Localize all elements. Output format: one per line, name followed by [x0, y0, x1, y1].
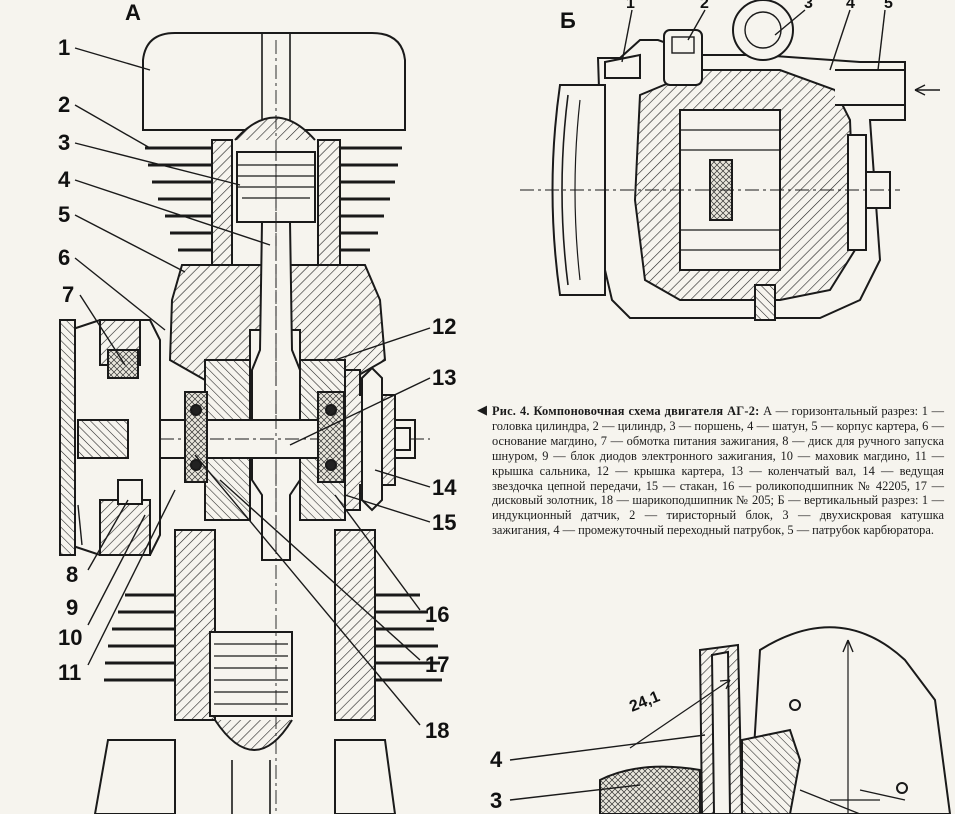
- callout-a-17: 17: [425, 652, 449, 677]
- callout-b-2: 2: [700, 0, 709, 12]
- callout-b-3: 3: [804, 0, 813, 12]
- callout-b-1: 1: [626, 0, 635, 12]
- callout-a-13: 13: [432, 365, 456, 390]
- section-a-callouts: А 1 2 3 4 5 6 7 8 9 10 11 12 13 14 15 16…: [58, 0, 457, 743]
- callout-a-7: 7: [62, 282, 74, 307]
- callout-b-4: 4: [846, 0, 855, 12]
- callout-b-5: 5: [884, 0, 893, 12]
- callout-a-18: 18: [425, 718, 449, 743]
- callout-a-14: 14: [432, 475, 457, 500]
- section-b-drawing: [520, 0, 940, 321]
- callout-a-1: 1: [58, 35, 70, 60]
- callout-a-3: 3: [58, 130, 70, 155]
- section-b-leader-lines: [621, 9, 886, 71]
- callout-a-10: 10: [58, 625, 82, 650]
- section-b-callouts: Б 1 2 3 4 5: [560, 0, 893, 33]
- callout-a-12: 12: [432, 314, 456, 339]
- section-a-label: А: [125, 0, 141, 25]
- dimension-label: 24,1: [627, 688, 662, 715]
- caption-title: Рис. 4. Компоновочная схема двигателя АГ…: [492, 404, 760, 418]
- caption-body: А — горизонтальный разрез: 1 — головка ц…: [492, 404, 944, 538]
- callout-c-4: 4: [490, 747, 503, 772]
- callout-c-3: 3: [490, 788, 502, 813]
- callout-a-6: 6: [58, 245, 70, 270]
- callout-a-4: 4: [58, 167, 71, 192]
- callout-a-15: 15: [432, 510, 456, 535]
- callout-a-9: 9: [66, 595, 78, 620]
- section-a-drawing: [59, 32, 442, 814]
- caption-pointer-icon: ◀: [477, 402, 487, 417]
- partial-view-drawing: [599, 626, 952, 814]
- section-a-leader-lines: [74, 47, 431, 726]
- section-b-label: Б: [560, 8, 576, 33]
- callout-a-5: 5: [58, 202, 70, 227]
- callout-a-16: 16: [425, 602, 449, 627]
- callout-a-11: 11: [58, 660, 81, 685]
- callout-a-8: 8: [66, 562, 78, 587]
- figure-caption: ◀ Рис. 4. Компоновочная схема двигателя …: [477, 402, 944, 538]
- partial-view-leader-lines: [509, 734, 706, 801]
- callout-a-2: 2: [58, 92, 70, 117]
